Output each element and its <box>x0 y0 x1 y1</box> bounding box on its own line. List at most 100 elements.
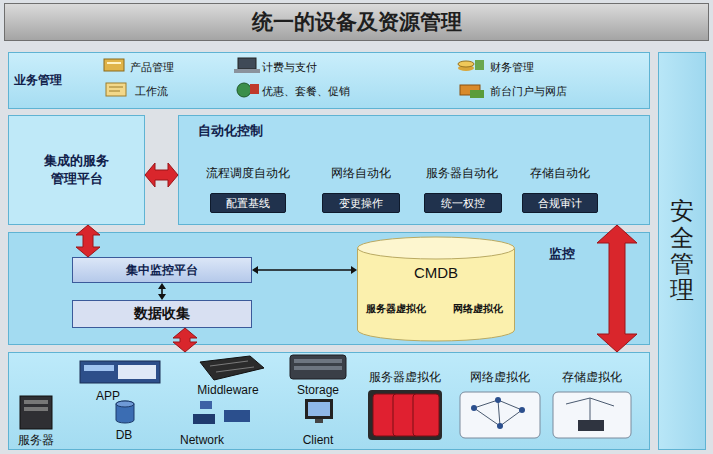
billing-icon <box>238 58 256 69</box>
business-band: 业务管理 产品管理 计费与支付 财务管理工作流 优惠、套餐、促销 前台门户与网店 <box>8 52 650 109</box>
service-platform-box: 集成的服务管理平台 <box>8 115 145 225</box>
portal-icon-box <box>470 90 484 98</box>
cylinder-label: 服务器虚拟化 <box>366 303 426 315</box>
icon-label: APP <box>96 389 120 403</box>
storage-virtualization-box <box>578 420 604 431</box>
cmdb-cylinder: CMDB 服务器虚拟化 网络虚拟化 <box>357 236 515 342</box>
finance-coin <box>458 61 474 67</box>
button-label: 统一权控 <box>441 196 485 211</box>
workflow-icon-line <box>109 87 123 88</box>
storage-virtualization-lines <box>590 398 591 420</box>
block-double-arrow <box>597 225 637 352</box>
icon-label: DB <box>116 428 133 442</box>
db-icon-top <box>116 401 134 407</box>
box-label: 集中监控平台 <box>126 262 198 279</box>
double-arrow <box>158 283 166 300</box>
network-icon <box>224 410 250 422</box>
box-label: 流程调度自动化 <box>206 166 290 180</box>
server-virtualization-frame <box>368 390 442 440</box>
middleware-icon <box>200 356 264 380</box>
icon-label: 存储虚拟化 <box>562 370 622 384</box>
box-label: 数据收集 <box>134 305 190 323</box>
promo-tag <box>250 84 259 94</box>
icon-label: Storage <box>297 383 339 397</box>
virtual-server <box>373 394 399 436</box>
box-label: 服务器自动化 <box>426 166 498 180</box>
client-icon-screen <box>308 402 330 416</box>
band-label: 监控 <box>549 246 575 262</box>
app-icon-window <box>118 365 156 379</box>
monitor-platform-box: 集中监控平台 <box>72 257 252 283</box>
button-label: 变更操作 <box>339 196 383 211</box>
cylinder-label: CMDB <box>414 264 458 282</box>
box-label: 网络自动化 <box>331 166 391 180</box>
finance-note <box>475 60 484 70</box>
band-label: 业务管理 <box>14 73 62 87</box>
network-virtualization-icon <box>460 392 540 438</box>
band-label: 前台门户与网店 <box>490 85 567 98</box>
icon-label: 网络虚拟化 <box>470 370 530 384</box>
storage-virtualization-lines <box>566 398 614 406</box>
storage-virtualization-icon <box>553 392 631 438</box>
promo-icon <box>237 83 251 97</box>
automation-box: 自动化控制流程调度自动化 网络自动化 服务器自动化 存储自动化配置基线 变更操作 统一权控… <box>178 115 650 225</box>
network-icon <box>193 414 215 424</box>
box-label: 存储自动化 <box>530 166 590 180</box>
server-icon-slot <box>24 400 48 404</box>
button-label: 合规审计 <box>538 196 582 211</box>
data-collection-box: 数据收集 <box>72 300 252 328</box>
network-dot <box>519 407 525 413</box>
network-dot <box>471 405 477 411</box>
box-label: 集成的服务管理平台 <box>42 152 112 188</box>
band-label: 工作流 <box>135 85 168 98</box>
client-icon-stand <box>315 419 323 423</box>
band-label: 产品管理 <box>130 61 174 74</box>
network-icon <box>200 401 212 409</box>
block-double-arrow <box>145 163 178 187</box>
icon-label: Network <box>180 433 224 447</box>
band-label: 计费与支付 <box>262 61 317 74</box>
middleware-icon-line <box>210 361 248 366</box>
cylinder-top <box>358 237 515 259</box>
band-label: 优惠、套餐、促销 <box>262 85 350 98</box>
block-double-arrow <box>173 328 197 352</box>
band-label: 财务管理 <box>490 61 534 74</box>
action-button: 变更操作 <box>322 193 400 213</box>
cylinder-outline <box>357 236 515 342</box>
network-virtualization-lines <box>498 400 500 426</box>
network-dot <box>495 397 501 403</box>
icon-label: 服务器虚拟化 <box>369 370 441 384</box>
box-label: 自动化控制 <box>198 123 263 139</box>
resource-band: APPMiddlewareStorage服务器虚拟化网络虚拟化存储虚拟化服务器D… <box>8 352 650 450</box>
double-arrow <box>252 266 357 274</box>
billing-icon-base <box>234 69 260 73</box>
server-icon-slot <box>24 407 48 411</box>
monitoring-band: 监控集中监控平台数据收集 CMDB 服务器虚拟化 网络虚拟化 <box>8 232 650 345</box>
storage-icon-slot <box>294 359 342 363</box>
server-icon <box>20 396 52 429</box>
product-icon-line <box>107 62 121 64</box>
icon-label: Client <box>303 433 334 447</box>
action-button: 合规审计 <box>522 193 598 213</box>
panel-label: 安全管理 <box>670 198 694 304</box>
product-icon <box>104 59 124 71</box>
action-button: 统一权控 <box>424 193 502 213</box>
cylinder-label: 网络虚拟化 <box>453 303 503 315</box>
block-double-arrow <box>76 225 100 257</box>
security-panel: 安全管理 <box>658 52 706 450</box>
workflow-icon <box>106 83 126 96</box>
title-bar: 统一的设备及资源管理 <box>4 3 709 41</box>
workflow-icon-line <box>109 91 120 92</box>
app-icon <box>80 361 160 383</box>
virtual-server <box>413 394 439 436</box>
finance-coin <box>458 65 474 71</box>
middleware-icon-line <box>216 367 254 372</box>
db-icon <box>116 401 134 423</box>
network-virtualization-lines <box>474 400 522 426</box>
button-label: 配置基线 <box>226 196 270 211</box>
storage-icon <box>290 355 346 379</box>
network-dot <box>497 423 503 429</box>
